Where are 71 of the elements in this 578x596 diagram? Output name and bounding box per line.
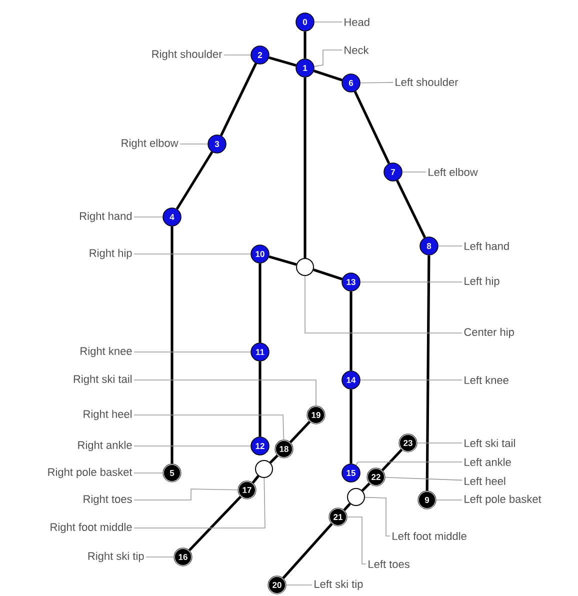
leader-line — [364, 496, 390, 536]
joint-label: Right foot middle — [50, 522, 132, 534]
bone-line — [258, 263, 262, 343]
joint-label: Right ankle — [78, 440, 132, 452]
leader-line — [384, 476, 462, 481]
joint-label: Left hip — [464, 276, 500, 288]
bone-line — [188, 496, 242, 552]
joint-label: Right heel — [84, 410, 132, 420]
bone-line — [396, 180, 426, 238]
bone-line — [289, 420, 311, 444]
bone-line — [268, 56, 296, 67]
leader-line — [416, 442, 462, 444]
leader-line — [134, 488, 238, 500]
leader-line — [224, 54, 251, 56]
joint-label: Left ski tip — [314, 580, 363, 590]
leader-line — [146, 556, 174, 558]
joint-label: Left toes — [368, 560, 410, 568]
bone-line — [426, 255, 430, 491]
leader-line — [286, 584, 312, 586]
bone-line — [381, 448, 403, 472]
joint-label: Left ankle — [464, 458, 511, 466]
joint-label: Right ski tip — [88, 552, 144, 562]
keypoint-circle — [255, 460, 273, 478]
bone-line — [343, 502, 351, 511]
leader-line — [360, 82, 394, 84]
bone-line — [361, 482, 370, 492]
keypoint-circle — [347, 488, 365, 506]
leader-line — [134, 478, 266, 528]
bone-line — [268, 255, 297, 266]
bone-line — [220, 62, 258, 136]
joint-label: Right knee — [80, 346, 132, 358]
joint-label: Left ski tail — [464, 438, 515, 448]
bone-line — [313, 268, 342, 280]
leader-line — [134, 472, 164, 474]
joint-label: Right hand — [80, 212, 132, 222]
joint-label: Left shoulder — [396, 78, 458, 86]
bone-line — [314, 70, 342, 82]
bone-line — [350, 389, 352, 464]
joint-label: Left heel — [464, 476, 506, 486]
bone-line — [304, 31, 306, 59]
keypoint-circle — [296, 258, 314, 276]
leader-line — [346, 516, 366, 564]
joint-label: Head — [344, 18, 370, 26]
bone-line — [354, 90, 390, 164]
joint-label: Right ski tail — [74, 374, 132, 386]
leader-line — [134, 216, 163, 218]
joint-label: Left knee — [464, 376, 508, 384]
leader-line — [134, 414, 284, 440]
bone-line — [269, 454, 278, 464]
bone-line — [170, 226, 174, 464]
joint-label: Right pole basket — [48, 468, 132, 478]
joint-label: Right hip — [90, 248, 132, 260]
leader-line — [304, 276, 462, 334]
joint-label: Center hip — [464, 328, 514, 338]
joint-label: Left hand — [464, 242, 509, 250]
joint-label: Left pole basket — [464, 494, 542, 506]
joint-label: Left foot middle — [392, 532, 466, 540]
leader-line — [356, 462, 462, 466]
joint-label: Neck — [344, 46, 369, 54]
bone-line — [258, 361, 262, 437]
bone-line — [282, 523, 333, 579]
joint-label: Left elbow — [428, 168, 478, 176]
bone-line — [304, 77, 306, 258]
bone-line — [176, 151, 214, 210]
joint-label: Right elbow — [122, 138, 178, 150]
bone-line — [252, 475, 260, 484]
joint-label: Right shoulder — [152, 50, 222, 60]
joint-label: Right toes — [84, 494, 132, 506]
bone-line — [350, 291, 352, 371]
leader-line — [134, 380, 316, 406]
leader-line — [314, 50, 342, 67]
